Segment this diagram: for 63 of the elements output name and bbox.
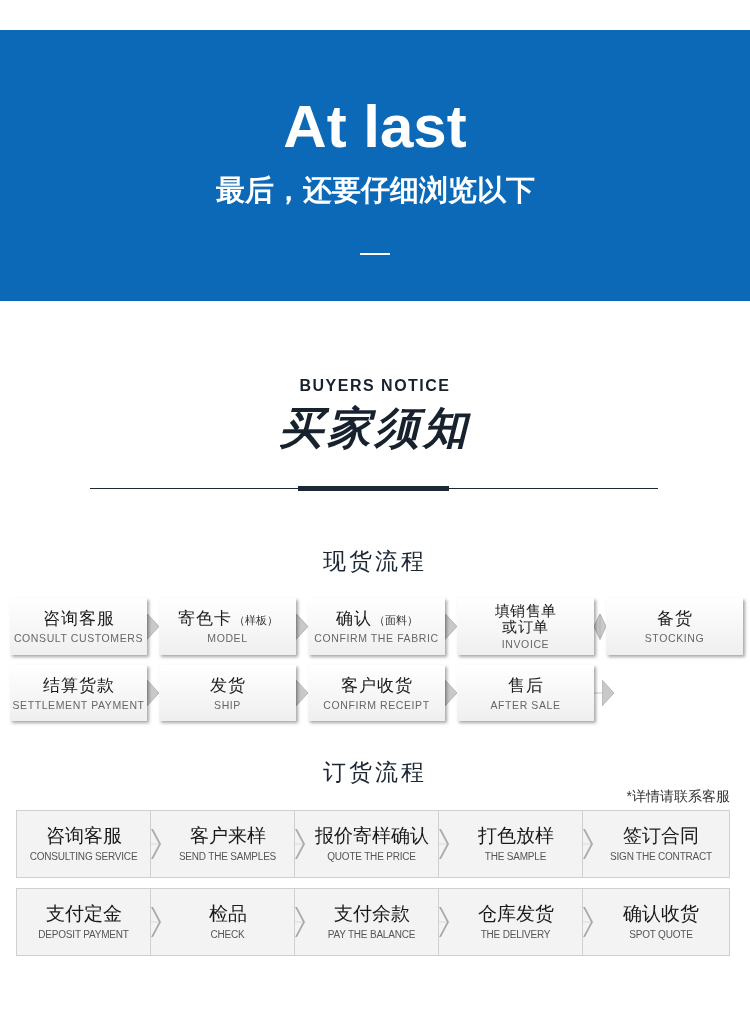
process-step: [308, 665, 445, 721]
process-step: [10, 665, 147, 721]
step-title: 咨询客服: [42, 609, 115, 629]
step-title: 签订合同: [623, 825, 699, 847]
step-note: （面料）: [373, 614, 418, 627]
flow-arrow: [444, 679, 458, 707]
step-note: （样板）: [233, 614, 278, 627]
step-subtitle: INVOICE: [501, 638, 550, 650]
step-subtitle: CHECK: [210, 929, 245, 941]
step-subtitle: SEND THE SAMPLES: [178, 851, 277, 863]
flow-arrow: [295, 679, 309, 707]
step-subtitle: SHIP: [214, 698, 241, 711]
process-step: [606, 598, 743, 655]
step-title: 售后: [507, 675, 544, 696]
step-subtitle: THE SAMPLE: [484, 851, 547, 863]
process-step: [159, 598, 296, 655]
step-subtitle: STOCKING: [644, 632, 705, 644]
step-title: 发货: [209, 675, 246, 696]
step-title: 支付定金: [45, 903, 122, 925]
flow-arrow: [444, 613, 458, 640]
step-subtitle: CONFIRM THE FABRIC: [314, 632, 439, 644]
process-step: [457, 598, 594, 655]
step-title: 确认: [335, 609, 372, 629]
step-subtitle: CONSULTING SERVICE: [29, 851, 138, 863]
step-subtitle: QUOTE THE PRICE: [327, 851, 416, 863]
step-subtitle: CONSULT CUSTOMERS: [13, 632, 144, 644]
process-step: [308, 598, 445, 655]
step-title: 检品: [208, 903, 247, 925]
process-step: [159, 665, 296, 721]
step-title: 客户收货: [340, 675, 413, 696]
flow-arrow: [146, 613, 160, 640]
step-subtitle: MODEL: [207, 632, 248, 644]
step-subtitle: AFTER SALE: [490, 698, 561, 711]
step-title: 报价寄样确认: [314, 825, 429, 847]
process-step: [457, 665, 594, 721]
step-title: 备货: [656, 609, 693, 629]
step-subtitle: PAY THE BALANCE: [327, 929, 416, 941]
section-heading: 买家须知: [279, 406, 471, 450]
flow-arrow: [593, 613, 607, 640]
process-step: [10, 598, 147, 655]
flow-arrow: [295, 613, 309, 640]
page-title: At last: [283, 97, 467, 157]
flow-heading: 现货流程: [323, 550, 427, 573]
step-title: 打色放样: [477, 825, 554, 847]
step-subtitle: SPOT QUOTE: [629, 929, 693, 941]
flow-arrow: [593, 679, 615, 707]
step-subtitle: DEPOSIT PAYMENT: [38, 929, 129, 941]
step-title: 支付余款: [333, 903, 410, 925]
step-title: 仓库发货: [477, 903, 554, 925]
banner-subtitle: 最后，还要仔细浏览以下: [215, 176, 535, 205]
step-title: 结算货款: [42, 675, 115, 696]
step-title: 咨询客服: [45, 825, 122, 847]
flow-heading: 订货流程: [323, 761, 427, 784]
section-heading-english: BUYERS NOTICE: [299, 378, 451, 394]
step-subtitle: SIGN THE CONTRACT: [610, 851, 712, 863]
step-subtitle: THE DELIVERY: [480, 929, 551, 941]
step-subtitle: SETTLEMENT PAYMENT: [12, 698, 145, 711]
step-title: 客户来样: [189, 825, 266, 847]
step-subtitle: CONFIRM RECEIPT: [323, 698, 430, 711]
step-title: 填销售单或订单: [493, 603, 558, 635]
flow-arrow: [146, 679, 160, 707]
step-title: 确认收货: [623, 903, 699, 925]
step-title: 寄色卡: [177, 609, 232, 629]
